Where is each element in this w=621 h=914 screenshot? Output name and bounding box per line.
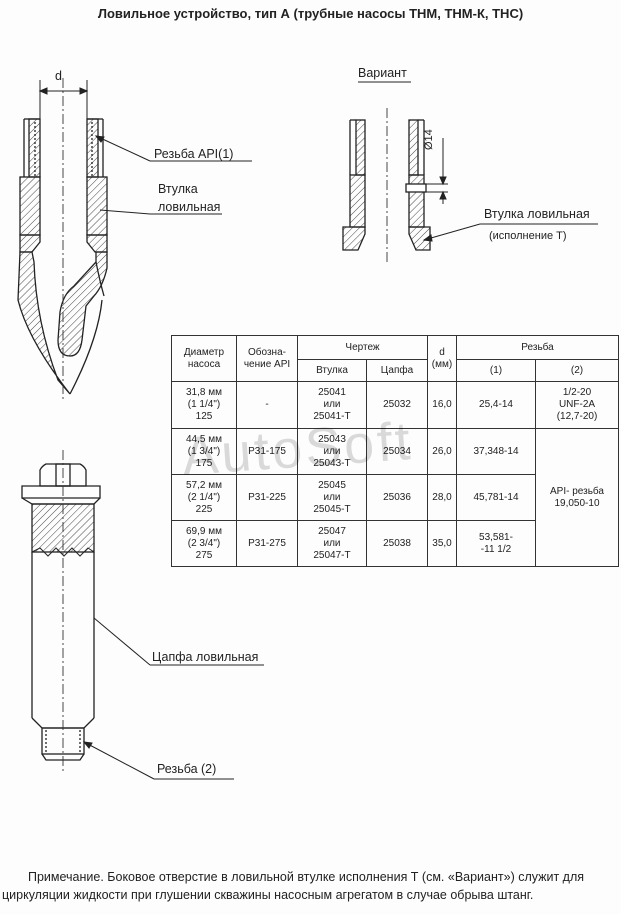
label-bushing-1: Втулка: [158, 182, 198, 196]
footnote-line-1: Примечание. Боковое отверстие в ловильно…: [28, 870, 585, 884]
footnote-line-2: циркуляции жидкости при глушении скважин…: [2, 888, 534, 902]
variant-bushing-drawing: [342, 119, 431, 251]
label-bushing-2: ловильная: [158, 200, 221, 214]
header-pin: Цапфа: [366, 359, 428, 382]
leaders: [94, 135, 252, 215]
label-thread-2: Резьба (2): [157, 762, 217, 776]
header-thread: Резьба: [456, 335, 619, 360]
header-bushing: Втулка: [297, 359, 367, 382]
label-dim-14: Ø14: [423, 129, 435, 150]
header-d: d(мм): [427, 335, 457, 382]
fishing-pin-drawing: [21, 463, 101, 761]
header-thread2: (2): [535, 359, 619, 382]
pin-leaders: [82, 617, 264, 780]
label-variant-execution: (исполнение Т): [489, 230, 567, 242]
header-drawing: Чертеж: [297, 335, 428, 360]
label-d: d: [55, 69, 62, 83]
header-thread1: (1): [456, 359, 536, 382]
label-pin: Цапфа ловильная: [152, 650, 259, 664]
header-designation: Обозна-чение API: [236, 335, 298, 382]
footnote: Примечание. Боковое отверстие в ловильно…: [2, 868, 617, 904]
label-variant: Вариант: [358, 66, 407, 80]
dimension-14: [422, 138, 598, 242]
label-thread-api1: Резьба API(1): [154, 147, 234, 161]
dimension-d: [38, 80, 89, 119]
fishing-bushing-drawing: [17, 118, 108, 395]
label-bushing-variant: Втулка ловильная: [484, 207, 590, 221]
page-title: Ловильное устройство, тип А (трубные нас…: [97, 6, 524, 21]
